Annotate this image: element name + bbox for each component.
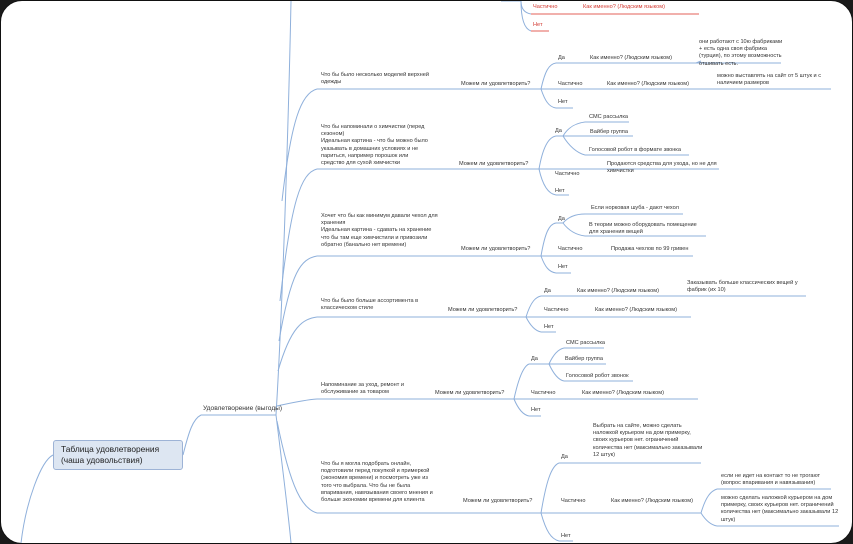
yes-node-1[interactable]: Да xyxy=(558,55,565,61)
partial-node-6[interactable]: Частично xyxy=(561,498,586,504)
partial-node-1[interactable]: Частично xyxy=(558,81,583,87)
yes-item-5-3[interactable]: Голосовой робот звонок xyxy=(566,373,629,379)
need-node-3[interactable]: Хочет что бы как минимум давали чехол дл… xyxy=(321,213,438,248)
yes-item-3-2[interactable]: В теории можно оборудовать помещение для… xyxy=(589,222,697,236)
yes-node-6[interactable]: Да xyxy=(561,454,568,460)
can-node-2[interactable]: Можем ли удовлетворить? xyxy=(459,161,529,167)
need-node-6[interactable]: Что бы я могла подобрать онлайн, подгото… xyxy=(321,461,433,504)
no-node-4[interactable]: Нет xyxy=(544,324,554,330)
branch-node[interactable]: Удовлетворение (выгоды) xyxy=(203,405,283,412)
yes-node-3[interactable]: Да xyxy=(558,216,565,222)
yes-item-5-2[interactable]: Вайбер группа xyxy=(565,356,603,362)
how-node-4-partial[interactable]: Как именно? (Людским языком) xyxy=(595,307,677,313)
how-node-6-partial[interactable]: Как именно? (Людским языком) xyxy=(611,498,693,504)
top-partial-label: Частично xyxy=(533,4,558,10)
how-node-4-yes[interactable]: Как именно? (Людским языком) xyxy=(577,288,659,294)
how-node-1-yes[interactable]: Как именно? (Людским языком) xyxy=(590,55,672,61)
yes-item-2-2[interactable]: Вайбер группа xyxy=(590,129,628,135)
no-node-3[interactable]: Нет xyxy=(558,264,568,270)
yes-node-2[interactable]: Да xyxy=(555,128,562,134)
need-node-2[interactable]: Что бы напоминали о химчистки (перед сез… xyxy=(321,124,428,167)
yes-item-2-3[interactable]: Голосовой робот в формате звонка xyxy=(589,147,681,153)
no-node-2[interactable]: Нет xyxy=(555,188,565,194)
detail-node-6-partial-2[interactable]: можно сделать наложкой курьером на дом п… xyxy=(721,495,839,523)
how-node-1-partial[interactable]: Как именно? (Людским языком) xyxy=(607,81,689,87)
no-node-1[interactable]: Нет xyxy=(558,99,568,105)
can-node-3[interactable]: Можем ли удовлетворить? xyxy=(461,246,531,252)
detail-node-2-partial[interactable]: Продаются средства для ухода, но не для … xyxy=(607,161,717,175)
no-node-5[interactable]: Нет xyxy=(531,407,541,413)
need-node-1[interactable]: Что бы было несколько моделей верхней од… xyxy=(321,72,430,86)
yes-node-4[interactable]: Да xyxy=(544,288,551,294)
partial-node-4[interactable]: Частично xyxy=(544,307,569,313)
no-node-6[interactable]: Нет xyxy=(561,533,571,539)
yes-node-5[interactable]: Да xyxy=(531,356,538,362)
partial-node-2[interactable]: Частично xyxy=(555,171,580,177)
need-node-5[interactable]: Напоминание за уход, ремонт и обслуживан… xyxy=(321,382,404,396)
can-node-6[interactable]: Можем ли удовлетворить? xyxy=(463,498,533,504)
can-node-1[interactable]: Можем ли удовлетворить? xyxy=(461,81,531,87)
top-how-label: Как именно? (Людским языком) xyxy=(583,4,665,10)
detail-node-6-partial-1[interactable]: если не идет на контакт то не трогают (в… xyxy=(721,473,821,487)
partial-node-3[interactable]: Частично xyxy=(558,246,583,252)
detail-node-1-partial[interactable]: можно выставлять на сайт от 5 штук и с н… xyxy=(717,73,822,87)
detail-node-4-yes[interactable]: Заказывать больше классических вещей у ф… xyxy=(687,280,798,294)
detail-node-1-yes[interactable]: они работают с 10ю фабриками + есть одна… xyxy=(699,39,783,67)
how-node-5-partial[interactable]: Как именно? (Людским языком) xyxy=(582,390,664,396)
need-node-4[interactable]: Что бы было больше ассортимента в класси… xyxy=(321,298,419,312)
yes-item-3-1[interactable]: Если норковая шуба - дают чехол xyxy=(591,205,679,211)
root-node[interactable]: Таблица удовлетворения (чаша удовольстви… xyxy=(53,440,183,470)
can-node-5[interactable]: Можем ли удовлетворить? xyxy=(435,390,505,396)
yes-item-6-1[interactable]: Выбрать на сайте, можно сделать наложкой… xyxy=(593,423,703,458)
can-node-4[interactable]: Можем ли удовлетворить? xyxy=(448,307,518,313)
detail-node-3-partial[interactable]: Продажа чехлов по 99 гривен xyxy=(611,246,689,252)
yes-item-2-1[interactable]: СМС рассылка xyxy=(589,114,629,120)
top-no-label: Нет xyxy=(533,22,543,28)
partial-node-5[interactable]: Частично xyxy=(531,390,556,396)
yes-item-5-1[interactable]: СМС рассылка xyxy=(566,340,606,346)
